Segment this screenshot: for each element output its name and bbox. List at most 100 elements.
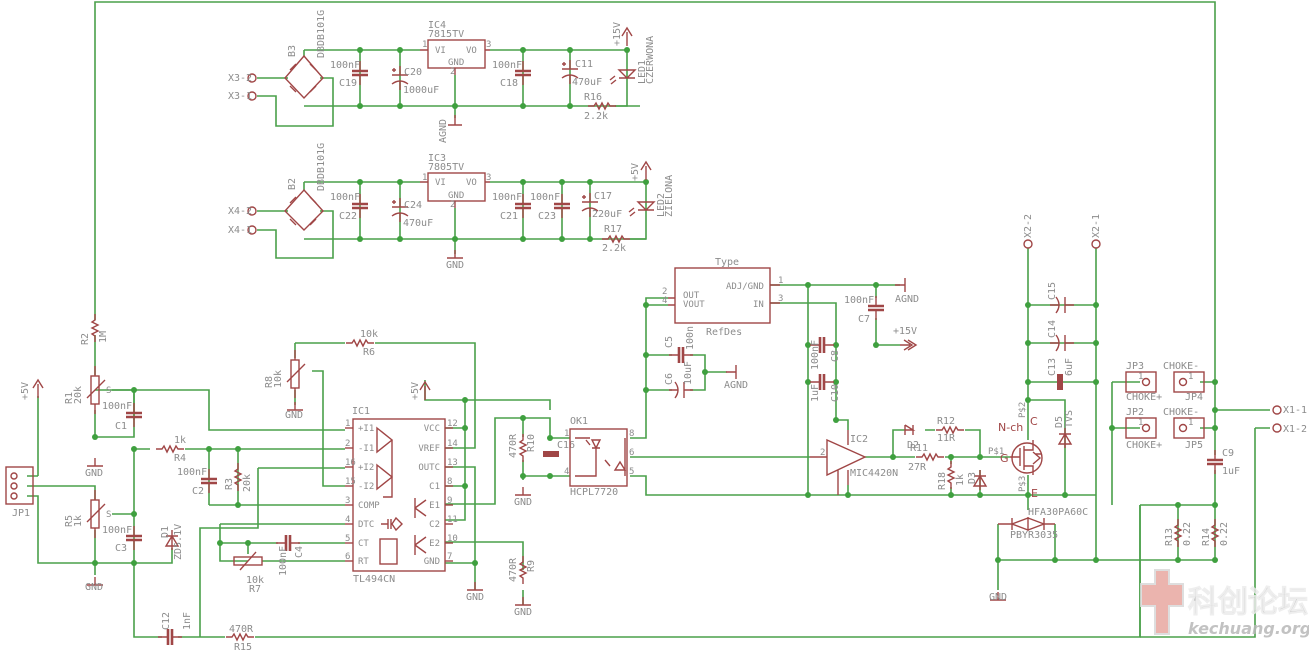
ic1-pin-number: 11 (447, 515, 458, 525)
gnd-symbol (286, 401, 304, 411)
value-c5: 100n (685, 326, 696, 350)
output-section: X2-2 X2-1 C15 C14 C13 6uF JP3 CHOKE- CHO… (1023, 214, 1307, 548)
junction-dot (567, 47, 573, 53)
label-r10: R10 (526, 434, 537, 452)
value-r13: 0.22 (1182, 522, 1193, 546)
junction-dot (462, 425, 468, 431)
label-led2-color: ZIELONA (664, 175, 675, 217)
label-c18: C18 (500, 78, 518, 89)
pin-num: 2 (820, 448, 825, 458)
value-c20: 1000uF (403, 85, 439, 96)
pin-num: 3 (486, 40, 491, 50)
watermark-logo-icon (1140, 569, 1184, 635)
label-ic2-type: MIC4420N (850, 468, 898, 479)
junction-dot (131, 446, 137, 452)
label-r16: R16 (584, 92, 602, 103)
pin-num: 1 (1188, 418, 1193, 428)
label-gnd: GND (514, 607, 532, 618)
pin-vout: VOUT (683, 300, 705, 310)
label-c19: C19 (339, 78, 357, 89)
label-jp5: JP5 (1185, 440, 1203, 451)
label-r8: R8 (264, 376, 275, 388)
junction-dot (131, 511, 137, 517)
junction-dot (397, 47, 403, 53)
label-r17: R17 (604, 224, 622, 235)
value-c8: 100nF (810, 340, 821, 370)
ok1-internals (575, 437, 627, 477)
agnd-symbol (725, 364, 737, 380)
junction-dot (131, 560, 137, 566)
label-r9: R9 (526, 560, 537, 572)
label-ic1: IC1 (352, 406, 370, 417)
pin-num: 1 (422, 173, 427, 183)
igbt-stage: N-ch G C E P$1 P$2 P$3 D5 TVS HFA30PA60C… (988, 402, 1088, 603)
label-c9: C9 (1222, 448, 1234, 459)
junction-dot (1109, 425, 1115, 431)
pin-vo: VO (466, 46, 477, 56)
junction-dot (845, 492, 851, 498)
tvs-d5 (1058, 427, 1072, 449)
label-x2-2: X2-2 (1023, 214, 1034, 238)
ic1-pin-label: E1 (429, 501, 440, 511)
junction-dot (1093, 557, 1099, 563)
value-c11: 470uF (572, 77, 602, 88)
ic1-pin-label: DTC (358, 520, 374, 530)
pin-num: 1 (422, 40, 427, 50)
pin-in: IN (753, 300, 764, 310)
junction-dot (873, 342, 879, 348)
label-rail-5v: +5V (20, 382, 31, 400)
label-gnd: GND (446, 260, 464, 271)
ic1-pin-number: 5 (345, 534, 350, 544)
label-r3: R3 (224, 478, 235, 490)
label-x4-2: X4-2 (228, 206, 252, 217)
value-c13: 6uF (1064, 358, 1075, 376)
label-c17: C17 (594, 191, 612, 202)
label-choke-plus: CHOKE+ (1126, 392, 1162, 403)
label-c11: C11 (575, 59, 593, 70)
label-jp2: JP2 (1126, 407, 1144, 418)
resistor-r4 (155, 445, 185, 453)
supply-15v: X3-2 X3-1 B3 DBDB101G 100nF C19 C20 1000… (228, 10, 656, 143)
ic1-body (352, 418, 446, 572)
label-ic3-type: 7805TV (428, 162, 464, 173)
value-r12: 11R (937, 433, 956, 444)
junction-dot (833, 379, 839, 385)
ic1-pin-number: 7 (447, 552, 452, 562)
label-jp4: JP4 (1185, 392, 1203, 403)
capacitor-c16 (543, 451, 559, 457)
label-c1: C1 (115, 421, 127, 432)
label-b2: B2 (287, 178, 298, 190)
pin-gnd: GND (448, 191, 464, 201)
value-r4: 1k (174, 435, 186, 446)
label-c4: C4 (294, 546, 305, 558)
label-c15: C15 (1047, 282, 1058, 300)
junction-dot (587, 236, 593, 242)
label-gnd: GND (85, 468, 103, 479)
watermark-cn: 科创论坛 (1188, 585, 1308, 620)
label-nch: N-ch (998, 421, 1023, 434)
pin-p3: P$3 (1018, 476, 1028, 492)
agnd-symbol (447, 114, 463, 126)
value-r11: 27R (908, 462, 927, 473)
agnd-symbol (894, 277, 906, 293)
junction-dot (235, 502, 241, 508)
rail-arrow-5v (32, 379, 44, 399)
led2 (628, 201, 656, 217)
label-r18: R18 (937, 472, 948, 490)
label-led1: LED1 (637, 60, 648, 84)
label-x3-1: X3-1 (228, 91, 252, 102)
value-c1: 100nF (102, 401, 132, 412)
ic1-pin-number: 1 (345, 419, 350, 429)
label-gnd: GND (285, 410, 303, 421)
ic1-pin-label: CT (358, 539, 369, 549)
value-d1: ZD5.1V (173, 524, 184, 560)
value-r17: 2.2k (602, 243, 626, 254)
junction-dot (357, 103, 363, 109)
pin-num: 8 (629, 429, 634, 439)
gnd-symbol (466, 581, 484, 591)
value-r5: 1k (73, 515, 84, 527)
ic1-pin-label: -I2 (358, 482, 374, 492)
pin-vi: VI (435, 46, 446, 56)
label-r1: R1 (64, 392, 75, 404)
